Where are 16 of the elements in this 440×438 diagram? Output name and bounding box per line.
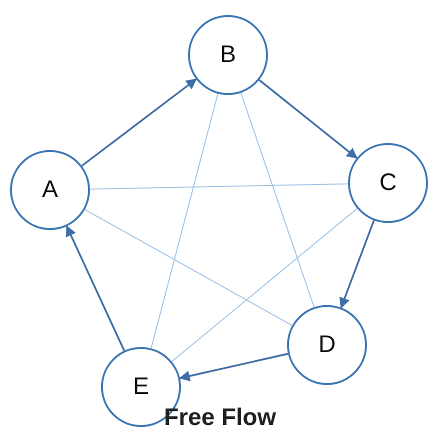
caption: Free Flow — [162, 404, 278, 432]
arrow — [339, 220, 375, 309]
node-label: A — [42, 176, 58, 204]
node-label: D — [318, 331, 336, 359]
arrow — [258, 79, 358, 159]
connector-line — [84, 209, 293, 326]
connector-line — [150, 93, 218, 349]
arrow — [66, 225, 126, 352]
arrow — [81, 78, 197, 167]
arrow — [178, 352, 288, 382]
node-label: E — [132, 373, 149, 401]
node-label: B — [220, 41, 236, 69]
connector-line — [90, 183, 348, 190]
connector-line — [171, 208, 358, 362]
connector-line — [240, 92, 315, 308]
node-label: C — [379, 169, 397, 197]
